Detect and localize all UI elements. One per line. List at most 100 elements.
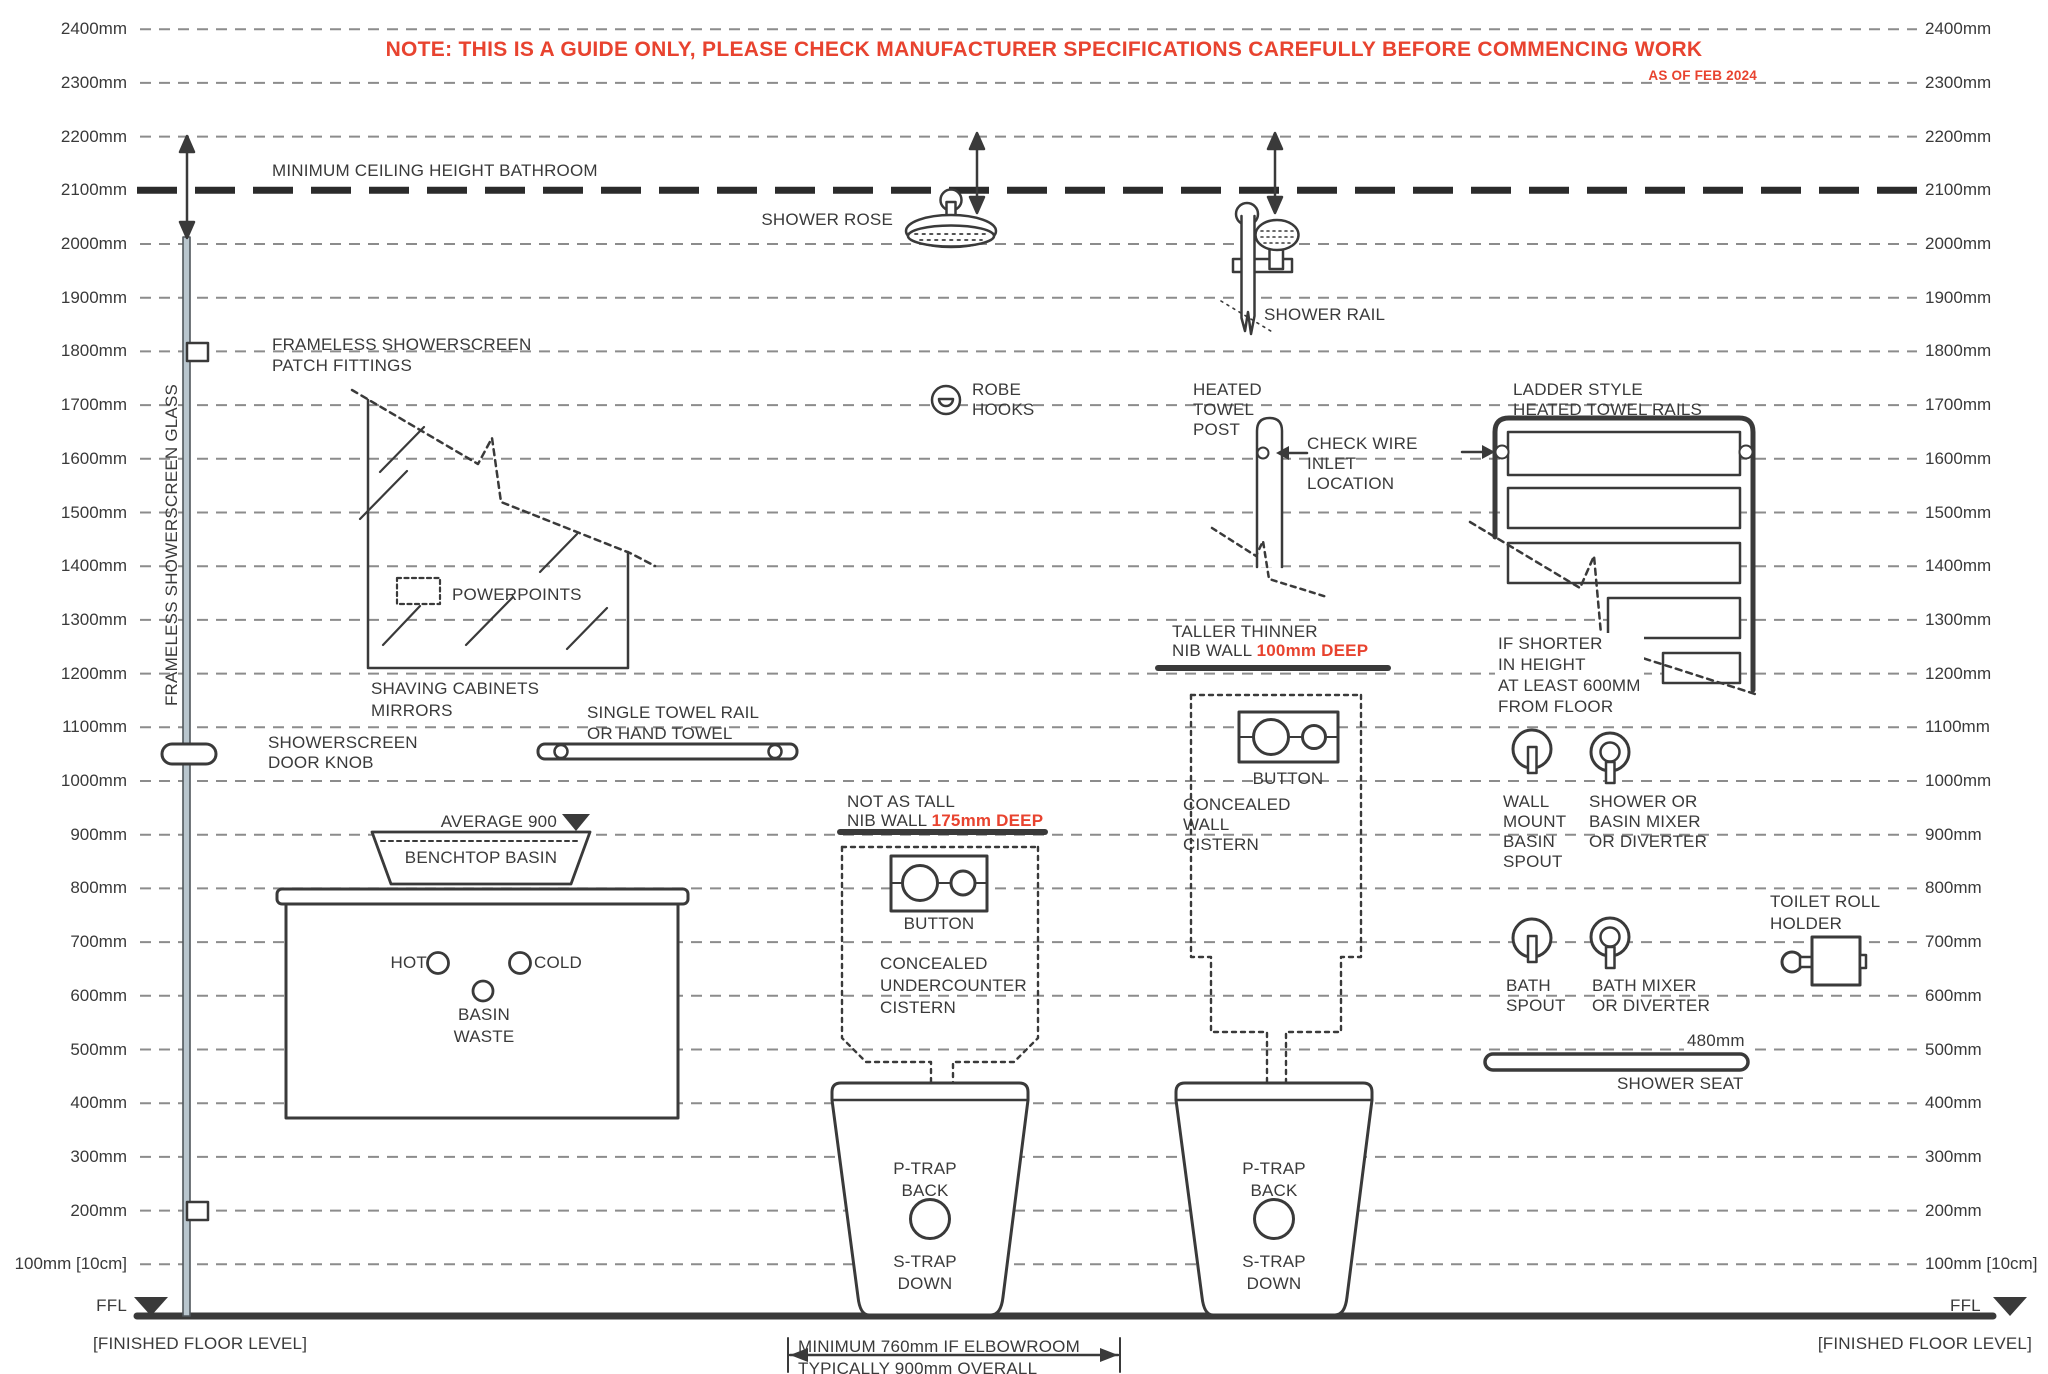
robe-hooks-label: ROBE HOOKS (972, 380, 1035, 419)
scale-label-right-1600: 1600mm (1925, 448, 1992, 468)
ladder-rails-label: LADDER STYLE HEATED TOWEL RAILS (1513, 380, 1703, 419)
wall-mount-basin-spout-icon (1511, 728, 1553, 775)
scale-label-right-2400: 2400mm (1925, 19, 1992, 39)
patch-fittings-label: FRAMELESS SHOWERSCREEN PATCH FITTINGS (272, 335, 532, 375)
ceiling-height-label: MINIMUM CEILING HEIGHT BATHROOM (272, 161, 598, 180)
heated-towel-post-label: HEATED TOWEL POST (1193, 380, 1262, 439)
toilet-pan-2 (1174, 1081, 1374, 1317)
cistern1-label: CONCEALED UNDERCOUNTER CISTERN (880, 954, 1027, 1017)
scale-label-right-100: 100mm [10cm] (1925, 1254, 2038, 1274)
scale-label-right-800: 800mm (1925, 878, 1982, 898)
scale-label-right-400: 400mm (1925, 1093, 1982, 1113)
scale-label-left-2300: 2300mm (60, 72, 127, 92)
scale-label-right-200: 200mm (1925, 1200, 1982, 1220)
nib2-black: NIB WALL (1172, 641, 1257, 660)
shower-rail-label: SHOWER RAIL (1264, 305, 1386, 324)
scale-label-right-900: 900mm (1925, 824, 1982, 844)
cold-tap-icon (508, 951, 532, 975)
scale-label-right-600: 600mm (1925, 985, 1982, 1005)
elbowroom-line1: MINIMUM 760mm IF ELBOWROOM (798, 1337, 1080, 1356)
shower-rose-icon (904, 188, 998, 249)
scale-label-right-1500: 1500mm (1925, 502, 1992, 522)
average-900-label: AVERAGE 900 (440, 812, 557, 831)
scale-label-left-700: 700mm (70, 932, 127, 952)
shower-rose-label: SHOWER ROSE (761, 210, 893, 229)
shower-seat-label: SHOWER SEAT (1617, 1074, 1744, 1093)
shower-rail-icon (1220, 201, 1300, 336)
bath-spout-icon (1511, 917, 1553, 964)
scale-label-left-500: 500mm (70, 1039, 127, 1059)
patch-fitting-bottom-icon (185, 1200, 210, 1222)
scale-label-left-1400: 1400mm (60, 556, 127, 576)
scale-label-left-200: 200mm (70, 1200, 127, 1220)
scale-label-right-2000: 2000mm (1925, 234, 1992, 253)
gridlines-layer (137, 28, 1920, 1266)
scale-label-left-1700: 1700mm (60, 395, 127, 415)
scale-label-left-2000: 2000mm (60, 234, 127, 253)
robe-hook-icon (930, 384, 962, 416)
flush-button-2-icon (1237, 710, 1340, 764)
pan1-strap-label: S-TRAP DOWN (893, 1252, 957, 1293)
heated-towel-post-icon (1210, 416, 1329, 599)
rose-height-arrow-icon (968, 131, 986, 215)
scale-label-right-2100: 2100mm (1925, 180, 1992, 200)
finished-floor-right-label: [FINISHED FLOOR LEVEL] (1817, 1334, 2032, 1353)
cistern2-label: CONCEALED WALL CISTERN (1183, 795, 1291, 854)
scale-label-right-500: 500mm (1925, 1039, 1982, 1059)
scale-label-right-1700: 1700mm (1925, 395, 1992, 415)
scale-label-left-1000: 1000mm (60, 771, 127, 790)
scale-label-left-800: 800mm (70, 878, 127, 898)
vanity-unit (275, 830, 690, 1120)
hot-label: HOT (390, 953, 427, 972)
nib1-line1: NOT AS TALL (847, 792, 956, 811)
scale-label-left-400: 400mm (70, 1093, 127, 1113)
guide-note: NOTE: THIS IS A GUIDE ONLY, PLEASE CHECK… (385, 38, 1703, 61)
average-900-marker-icon (562, 814, 590, 831)
scale-label-right-300: 300mm (1925, 1146, 1982, 1166)
ffl-marker-right-icon (1993, 1297, 2027, 1316)
scale-label-left-100: 100mm [10cm] (14, 1254, 127, 1274)
scale-label-right-1400: 1400mm (1925, 556, 1992, 576)
nib2-line2: NIB WALL 100mm DEEP (1172, 641, 1368, 661)
showerscreen-glass-label: FRAMELESS SHOWERSCREEN GLASS (162, 383, 181, 707)
nib1-depth: 175mm DEEP (931, 811, 1044, 830)
pan2-ptrap-label: P-TRAP BACK (1242, 1159, 1306, 1200)
nib2-line1: TALLER THINNER (1172, 622, 1318, 641)
scale-label-right-2200: 2200mm (1925, 126, 1992, 146)
shower-seat-icon (1483, 1052, 1750, 1072)
button2-label: BUTTON (1252, 769, 1324, 788)
shaving-cabinet-mirror (350, 388, 657, 670)
as-of-date: AS OF FEB 2024 (1648, 68, 1757, 83)
basin-waste-label: BASIN WASTE (453, 1005, 515, 1046)
scale-label-left-1900: 1900mm (60, 287, 127, 307)
showerscreen-glass (182, 236, 191, 1317)
patch-fitting-top-icon (185, 341, 210, 363)
scale-label-left-1100: 1100mm (62, 717, 127, 737)
seat-height-label: 480mm (1684, 1031, 1748, 1051)
scale-label-right-1300: 1300mm (1925, 609, 1992, 629)
hot-tap-icon (426, 951, 450, 975)
powerpoint-icon (395, 576, 442, 606)
scale-label-left-1200: 1200mm (60, 663, 127, 683)
ffl-left-label: FFL (96, 1296, 127, 1315)
glass-height-arrow-icon (178, 134, 196, 240)
bath-mixer-icon (1589, 916, 1631, 970)
scale-label-left-2200: 2200mm (60, 126, 127, 146)
ladder-towel-rails-icon (1460, 415, 1757, 696)
scale-label-right-1000: 1000mm (1925, 771, 1992, 790)
scale-label-left-1300: 1300mm (60, 609, 127, 629)
scale-label-left-2400: 2400mm (60, 19, 127, 39)
scale-label-right-1200: 1200mm (1925, 663, 1992, 683)
scale-label-left-1500: 1500mm (60, 502, 127, 522)
scale-label-left-300: 300mm (70, 1146, 127, 1166)
ffl-right-label: FFL (1950, 1296, 1981, 1315)
single-towel-rail-icon (536, 742, 799, 761)
bath-mixer-label: BATH MIXER OR DIVERTER (1592, 976, 1711, 1015)
elbowroom-line2: TYPICALLY 900mm OVERALL (798, 1359, 1038, 1374)
shower-mixer-label: SHOWER OR BASIN MIXER OR DIVERTER (1589, 792, 1708, 851)
flush-button-1-icon (889, 854, 989, 913)
cold-label: COLD (534, 953, 583, 972)
scale-label-left-2100: 2100mm (60, 180, 127, 200)
elbowroom-dimension (787, 1337, 1121, 1373)
